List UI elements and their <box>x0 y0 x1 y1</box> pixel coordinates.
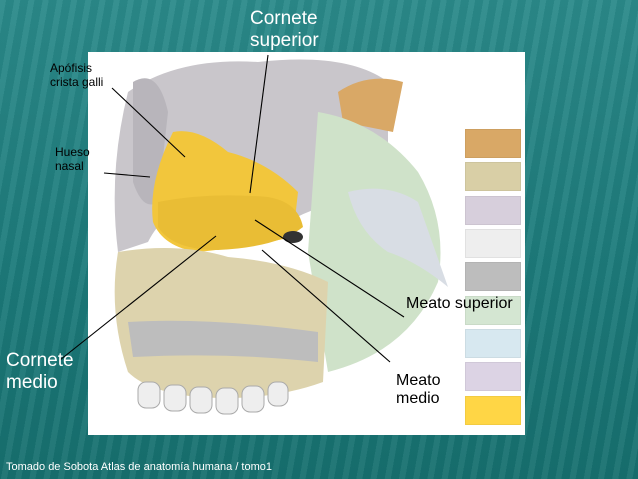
anatomy-image-panel <box>88 52 525 435</box>
label-hueso-nasal: Hueso nasal <box>55 145 90 173</box>
label-meato-medio: Meato medio <box>396 372 441 408</box>
legend-swatch-2 <box>465 162 521 191</box>
source-caption: Tomado de Sobota Atlas de anatomía human… <box>6 461 273 473</box>
nasal-cavity-illustration <box>114 59 448 415</box>
legend-swatch-8 <box>465 362 521 391</box>
label-apofisis-crista-galli: Apófisis crista galli <box>50 61 104 89</box>
legend-swatch-6 <box>465 296 521 325</box>
legend-swatch-9 <box>465 396 521 425</box>
legend-swatch-7 <box>465 329 521 358</box>
label-meato-superior: Meato superior <box>406 295 513 312</box>
label-cornete-superior: Cornete superior <box>250 8 319 51</box>
legend-swatch-4 <box>465 229 521 258</box>
label-cornete-medio: Cornete medio <box>6 350 74 393</box>
legend-swatch-1 <box>465 129 521 158</box>
legend-swatch-3 <box>465 196 521 225</box>
legend-swatch-5 <box>465 262 521 291</box>
